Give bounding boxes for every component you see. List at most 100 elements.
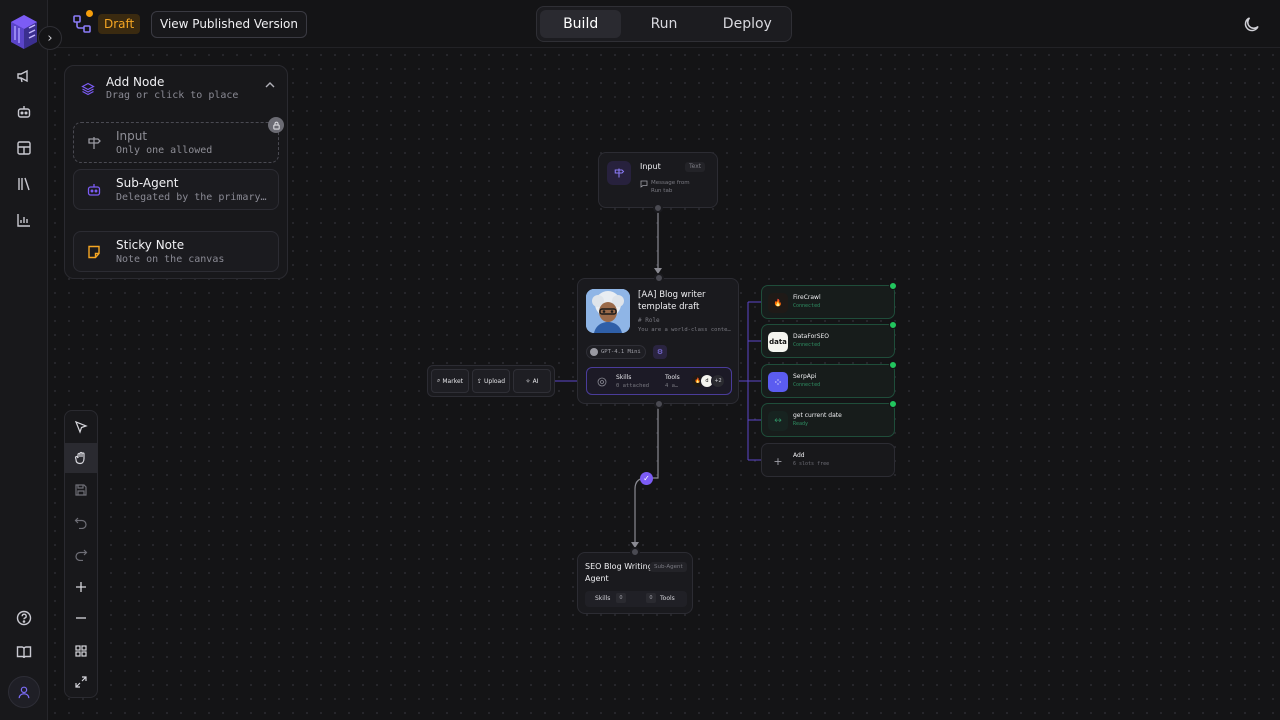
tool-node-dataforseo[interactable]: data DataForSEO Connected <box>761 321 897 358</box>
input-description: Message from Run tab <box>651 180 690 194</box>
tab-build[interactable]: Build <box>540 10 622 38</box>
more-tools-count: +2 <box>711 374 725 388</box>
market-button[interactable]: ⌕Market <box>431 369 469 393</box>
expand-sidebar-button[interactable]: › <box>38 26 62 50</box>
tool-name: DataForSEO <box>793 333 830 340</box>
output-handle[interactable] <box>654 399 664 409</box>
plus-icon: + <box>773 454 783 468</box>
rail-help[interactable] <box>12 606 36 630</box>
firecrawl-icon: 🔥 <box>768 293 788 313</box>
upload-button[interactable]: ⇪Upload <box>472 369 510 393</box>
minus-icon <box>76 617 86 619</box>
workflow-canvas[interactable]: Add Node Drag or click to place Input On… <box>48 48 1280 720</box>
agent-title: [AA] Blog writer template draft <box>638 290 706 312</box>
option-title: Sticky Note <box>116 238 185 252</box>
status-dot <box>889 400 897 408</box>
rail-analytics[interactable] <box>12 208 36 232</box>
sub-agent-node[interactable]: SEO Blog Writing Agent Sub-Agent Skills … <box>577 547 693 614</box>
status-dot <box>889 282 897 290</box>
panel-title: Add Node <box>106 75 165 89</box>
view-published-button[interactable]: View Published Version <box>151 11 308 38</box>
mode-tabs: Build Run Deploy <box>536 6 792 42</box>
add-sub-agent-node[interactable]: Sub-Agent Delegated by the primary agent <box>73 169 279 210</box>
rail-docs[interactable] <box>12 640 36 664</box>
panel-subtitle: Drag or click to place <box>106 90 239 101</box>
fit-view-tool[interactable] <box>65 667 97 697</box>
layout-icon <box>17 141 31 155</box>
signpost-icon <box>607 161 631 185</box>
button-label: Market <box>442 377 463 385</box>
rail-agents[interactable] <box>12 100 36 124</box>
option-subtitle: Delegated by the primary agent <box>116 192 271 203</box>
node-title: Input <box>640 162 661 171</box>
button-label: AI <box>532 377 539 385</box>
layers-icon <box>81 82 95 96</box>
skills-label: Skills <box>595 595 611 602</box>
status-dot <box>889 361 897 369</box>
bot-icon <box>87 184 101 196</box>
canvas-toolbar <box>64 410 98 698</box>
skills-tools-bar[interactable]: Skills 0 attached Tools 4 a… 🔥 d +2 <box>586 367 732 395</box>
moon-icon[interactable] <box>1242 14 1262 34</box>
model-settings-icon[interactable]: ⚙ <box>653 345 667 359</box>
option-title: Input <box>116 129 148 143</box>
tool-name: Add <box>793 452 805 459</box>
zoom-out-tool[interactable] <box>65 603 97 633</box>
plus-icon <box>76 582 86 592</box>
zoom-in-tool[interactable] <box>65 572 97 602</box>
ai-button[interactable]: ✧AI <box>513 369 551 393</box>
rail-announcements[interactable] <box>12 64 36 88</box>
sub-agent-skills-tools[interactable]: Skills 0 0 Tools <box>585 591 687 607</box>
model-provider-icon <box>590 348 598 356</box>
cursor-icon <box>74 420 88 434</box>
rail-library[interactable] <box>12 172 36 196</box>
save-tool[interactable] <box>65 475 97 505</box>
auto-layout-tool[interactable] <box>65 636 97 666</box>
check-icon: ✓ <box>640 472 653 485</box>
left-rail <box>0 0 48 720</box>
rail-templates[interactable] <box>12 136 36 160</box>
node-type-tag: Text <box>685 162 706 172</box>
tool-status: Ready <box>793 421 809 427</box>
chevron-right-icon: › <box>47 30 53 46</box>
tool-node-serpapi[interactable]: ⁘ SerpApi Connected <box>761 361 897 398</box>
upload-icon: ⇪ <box>476 377 482 385</box>
redo-icon <box>75 549 88 561</box>
hand-icon <box>74 451 85 465</box>
tool-name: get current date <box>793 412 842 419</box>
user-avatar[interactable] <box>8 676 40 708</box>
button-label: Upload <box>484 377 506 385</box>
tab-deploy[interactable]: Deploy <box>722 16 772 32</box>
output-handle[interactable] <box>653 203 663 213</box>
model-selector[interactable]: GPT-4.1 Mini <box>586 345 646 359</box>
tool-node-get-current-date[interactable]: ↔ get current date Ready <box>761 400 897 437</box>
sparkles-icon: ✧ <box>525 377 531 385</box>
sub-agent-title: SEO Blog Writing Agent <box>585 562 653 583</box>
draft-badge: Draft <box>98 14 141 34</box>
add-sticky-note[interactable]: Sticky Note Note on the canvas <box>73 231 279 272</box>
skills-count: 0 attached <box>616 383 650 389</box>
input-node[interactable]: Input Text Message from Run tab <box>598 152 718 213</box>
status-dot <box>889 321 897 329</box>
skills-count: 0 <box>616 593 626 603</box>
undo-icon <box>74 517 87 529</box>
tab-run[interactable]: Run <box>650 16 678 32</box>
model-name: GPT-4.1 Mini <box>601 349 641 355</box>
redo-tool[interactable] <box>65 539 97 569</box>
tool-status: Connected <box>793 342 821 348</box>
sticky-note-icon <box>88 245 100 259</box>
primary-agent-node[interactable]: [AA] Blog writer template draft # Role Y… <box>577 273 739 409</box>
app-logo-icon[interactable] <box>10 14 38 50</box>
select-tool[interactable] <box>65 412 97 442</box>
tool-node-firecrawl[interactable]: 🔥 FireCrawl Connected <box>761 282 897 319</box>
undo-tool[interactable] <box>65 507 97 537</box>
add-tool-node[interactable]: + Add 6 slots free <box>761 443 895 477</box>
pan-tool[interactable] <box>65 443 97 473</box>
input-handle[interactable] <box>654 273 664 283</box>
chevron-up-icon[interactable] <box>263 78 277 92</box>
skills-label: Skills <box>616 374 632 381</box>
tools-avatar-stack: 🔥 d +2 <box>691 374 731 390</box>
help-circle-icon <box>16 610 32 626</box>
tool-name: FireCrawl <box>793 294 821 301</box>
input-handle[interactable] <box>630 547 640 557</box>
